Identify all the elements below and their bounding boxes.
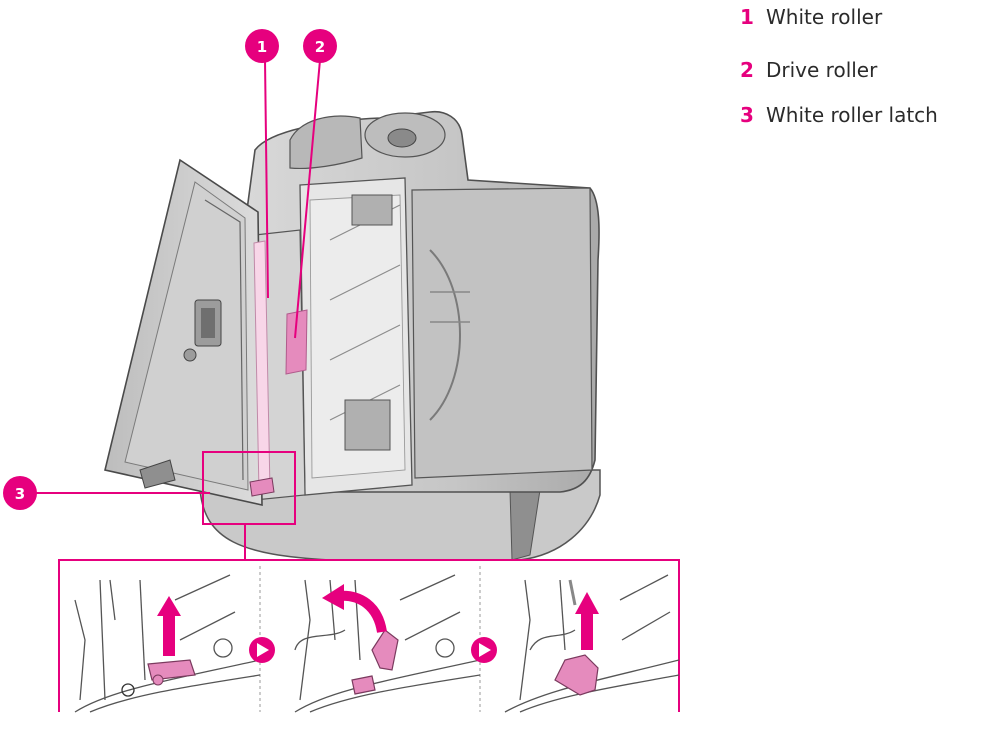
legend-item-white-roller: 1 White roller — [740, 5, 882, 29]
legend-number: 3 — [740, 103, 754, 127]
callout-1-leader — [264, 59, 269, 299]
callout-2-leader — [294, 59, 321, 339]
rotate-arrow-icon — [322, 584, 387, 634]
legend-number: 2 — [740, 58, 754, 82]
callout-2-marker: 2 — [303, 29, 337, 63]
step-3-illustration — [504, 574, 679, 713]
callout-3-marker: 3 — [3, 476, 37, 510]
lift-up-arrow-icon — [157, 596, 181, 656]
callout-1-marker: 1 — [245, 29, 279, 63]
legend-label: Drive roller — [766, 58, 878, 82]
callout-2-label: 2 — [315, 38, 325, 56]
legend-number: 1 — [740, 5, 754, 29]
legend-item-white-roller-latch: 3 White roller latch — [740, 103, 938, 127]
latch-steps-panel — [58, 559, 680, 713]
latch-detail-frame — [202, 451, 296, 525]
legend-label: White roller latch — [766, 103, 938, 127]
callout-3-label: 3 — [15, 485, 25, 503]
step-next-icon-1 — [249, 637, 275, 663]
callout-1-label: 1 — [257, 38, 267, 56]
step-2-illustration — [294, 574, 480, 713]
step-next-icon-2 — [471, 637, 497, 663]
callouts: 1 2 3 — [3, 29, 337, 560]
legend-label: White roller — [766, 5, 883, 29]
step-1-illustration — [74, 574, 260, 713]
legend-item-drive-roller: 2 Drive roller — [740, 58, 877, 82]
lift-out-arrow-icon — [575, 592, 599, 650]
